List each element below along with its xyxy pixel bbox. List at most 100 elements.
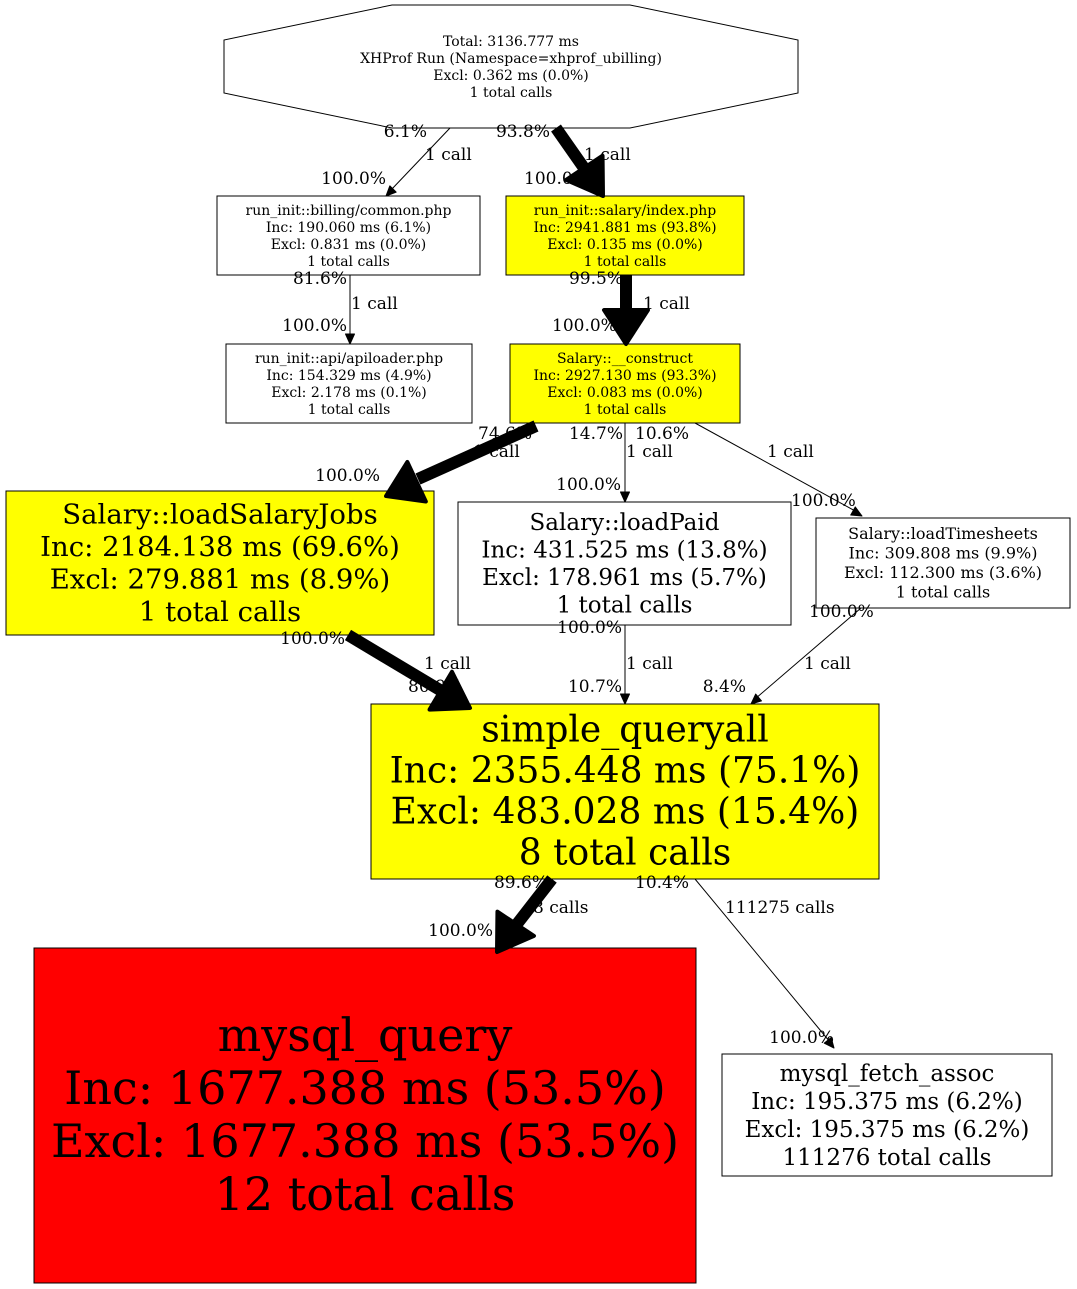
- node-label-line: Inc: 195.375 ms (6.2%): [751, 1089, 1023, 1115]
- node-box: [225, 343, 473, 424]
- node-label-line: Inc: 2355.448 ms (75.1%): [390, 750, 861, 791]
- node-label-line: run_init::api/apiloader.php: [255, 351, 443, 367]
- edge-line: [415, 420, 539, 485]
- edge-root-salary[interactable]: 93.8% 1 call 100.0%: [496, 122, 631, 198]
- edge-out-percent: 100.0%: [280, 629, 345, 649]
- edge-arrowhead: [750, 693, 763, 705]
- node-label-line: Total: 3136.777 ms: [443, 34, 579, 50]
- node-label-line: Inc: 2941.881 ms (93.8%): [533, 220, 716, 236]
- edge-in-percent: 100.0%: [791, 491, 856, 511]
- edge-arrowhead: [620, 693, 630, 705]
- node-label-line: 8 total calls: [519, 832, 732, 873]
- edge-out-percent: 14.7%: [569, 424, 623, 444]
- edge-call-count: 1 call: [424, 654, 471, 674]
- node-label-line: Salary::loadSalaryJobs: [62, 498, 377, 530]
- edge-arrowhead: [602, 308, 650, 346]
- edge-call-count: 1 call: [643, 294, 690, 314]
- node-label-line: XHProf Run (Namespace=xhprof_ubilling): [360, 51, 662, 67]
- edge-out-percent: 93.8%: [496, 122, 550, 142]
- edge-ts-sq[interactable]: 100.0% 1 call 8.4%: [703, 602, 874, 705]
- node-label-line: 1 total calls: [308, 402, 391, 418]
- node-label-line: run_init::billing/common.php: [246, 203, 452, 219]
- edge-arrowhead: [564, 153, 605, 198]
- edge-arrowhead: [620, 491, 630, 503]
- node-label-line: 1 total calls: [896, 583, 990, 602]
- node-label-line: Inc: 309.808 ms (9.9%): [849, 544, 1038, 563]
- edge-in-percent: 100.0%: [524, 169, 589, 189]
- node-label-line: Inc: 154.329 ms (4.9%): [266, 368, 431, 384]
- edge-jobs-sq[interactable]: 100.0% 1 call 80.9%: [280, 629, 472, 712]
- edge-call-count: 1 call: [626, 442, 673, 462]
- node-label-line: Inc: 431.525 ms (13.8%): [481, 537, 767, 563]
- node-label-line: 1 total calls: [307, 254, 390, 270]
- edge-call-count: 1 call: [584, 145, 631, 165]
- node-label-line: Salary::loadTimesheets: [848, 524, 1038, 543]
- edge-arrowhead: [345, 333, 355, 345]
- node-label-line: Inc: 1677.388 ms (53.5%): [64, 1061, 666, 1115]
- node-label-line: Excl: 1677.388 ms (53.5%): [51, 1114, 679, 1168]
- edge-in-percent: 80.9%: [408, 677, 462, 697]
- edge-arrowhead: [427, 669, 472, 712]
- edge-in-percent: 100.0%: [321, 169, 386, 189]
- edge-line: [551, 124, 589, 172]
- node-label-line: Excl: 0.362 ms (0.0%): [433, 68, 589, 84]
- edge-in-percent: 8.4%: [703, 677, 746, 697]
- edge-line: [390, 127, 451, 191]
- node-label-line: Excl: 279.881 ms (8.9%): [50, 563, 391, 595]
- node-box: [509, 343, 741, 424]
- edge-call-count: 1 call: [804, 654, 851, 674]
- edge-in-percent: 100.0%: [428, 921, 493, 941]
- edge-out-percent: 99.5%: [569, 269, 623, 289]
- edge-out-percent: 100.0%: [809, 602, 874, 622]
- node-box: [721, 1053, 1053, 1177]
- node-box: [370, 703, 880, 880]
- node-label-line: Inc: 190.060 ms (6.1%): [266, 220, 431, 236]
- node-box: [815, 517, 1071, 609]
- edge-in-percent: 100.0%: [282, 316, 347, 336]
- edge-out-percent: 81.6%: [293, 269, 347, 289]
- node-label-line: Excl: 2.178 ms (0.1%): [271, 385, 427, 401]
- edge-call-count: 1 call: [473, 442, 520, 462]
- edge-call-count: 1 call: [351, 294, 398, 314]
- node-label-line: 111276 total calls: [783, 1145, 992, 1171]
- edge-in-percent: 100.0%: [315, 466, 380, 486]
- node-box: [33, 947, 697, 1284]
- node-label-line: Inc: 2184.138 ms (69.6%): [40, 531, 400, 563]
- node-label-line: 12 total calls: [215, 1167, 516, 1221]
- node-label-line: 1 total calls: [557, 592, 693, 618]
- edge-line: [694, 878, 831, 1043]
- edge-arrowhead: [384, 459, 428, 504]
- edge-call-count: 1 call: [626, 654, 673, 674]
- node-label-line: 1 total calls: [584, 254, 667, 270]
- node-label-line: 1 total calls: [139, 596, 301, 628]
- node-label-line: mysql_query: [218, 1008, 513, 1062]
- edge-call-count: 1 call: [767, 442, 814, 462]
- node-box: [216, 195, 481, 276]
- node-label-line: Inc: 2927.130 ms (93.3%): [533, 368, 716, 384]
- edge-call-count: 8 calls: [533, 898, 588, 918]
- node-label-line: 1 total calls: [584, 402, 667, 418]
- edge-call-count: 1 call: [425, 145, 472, 165]
